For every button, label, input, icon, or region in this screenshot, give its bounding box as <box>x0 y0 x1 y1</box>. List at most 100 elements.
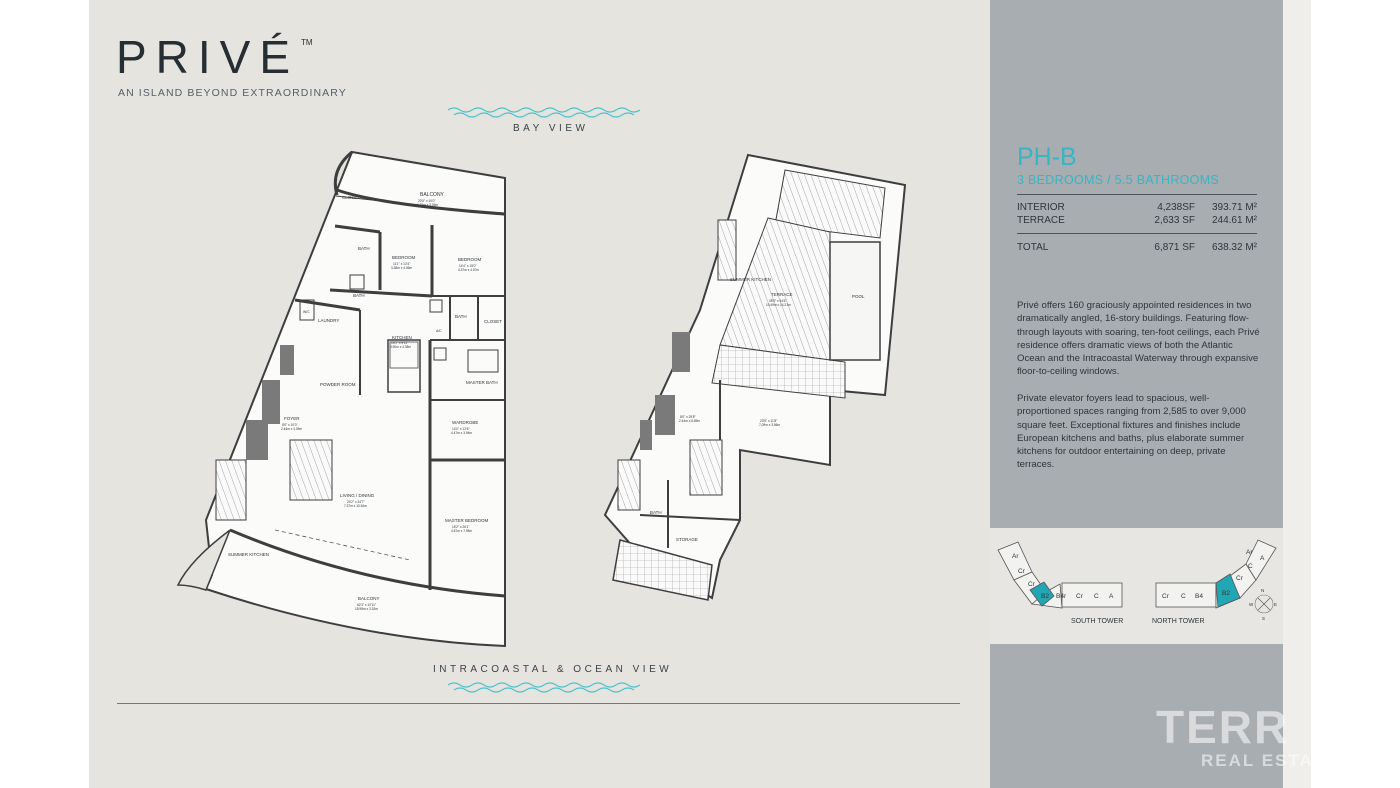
room-bath-4: BATH <box>650 510 662 515</box>
room-bath-1: BATH <box>358 246 370 251</box>
area-sf: 2,633 SF <box>1154 215 1195 226</box>
unit-title: PH-B <box>1017 143 1077 171</box>
room-bath-2: BATH <box>353 293 365 298</box>
room-kitchen-dim-m: 3.90m x 3.38m <box>390 345 411 349</box>
compass-icon <box>1254 594 1274 614</box>
room-terrace-dim-m: 10.49m x 14.21m <box>766 303 791 307</box>
room-terrace: TERRACE <box>771 292 793 297</box>
area-label: TERRACE <box>1017 215 1065 226</box>
south-tower-label: SOUTH TOWER <box>1071 618 1123 625</box>
floor-plans: CLOSET BALCONY 20'5" x 10'0" 6.22m x 3.0… <box>176 150 907 648</box>
room-pool: POOL <box>852 294 865 299</box>
north-unit-c: C <box>1181 593 1186 600</box>
south-unit-ar: Ar <box>1012 553 1019 560</box>
room-balcony-bottom-dim: 62'3" x 10'11" <box>357 603 376 607</box>
description-paragraph-1: Privé offers 160 graciously appointed re… <box>1017 300 1260 378</box>
room-bedroom-2-dim: 14'4" x 15'0" <box>459 264 476 268</box>
room-closet-1: CLOSET <box>342 195 360 200</box>
north-tower-label: NORTH TOWER <box>1152 618 1205 625</box>
room-bedroom-1-dim-m: 3.38m x 4.06m <box>391 266 412 270</box>
room-kitchen: KITCHEN <box>392 335 412 340</box>
room-a-dim: 8'0" x 29'8" <box>680 415 696 419</box>
total-label: TOTAL <box>1017 242 1049 253</box>
south-unit-cr-2: Cr <box>1028 581 1036 588</box>
room-master-bedroom-dim: 15'2" x 26'1" <box>452 525 469 529</box>
room-wardrobe-dim-m: 4.47m x 3.94m <box>451 431 472 435</box>
room-closet-2: CLOSET <box>484 319 502 324</box>
area-label: INTERIOR <box>1017 202 1065 213</box>
lower-level-plan: CLOSET BALCONY 20'5" x 10'0" 6.22m x 3.0… <box>176 150 506 648</box>
view-label-bottom: INTRACOASTAL & OCEAN VIEW <box>433 664 673 675</box>
room-bedroom-1-dim: 11'1" x 13'4" <box>393 262 410 266</box>
room-powder: POWDER ROOM <box>320 382 356 387</box>
south-unit-b4r: B4r <box>1056 593 1067 600</box>
room-wic: W/C <box>303 310 310 314</box>
room-terrace-dim: 35'5" x 44'6" <box>769 299 786 303</box>
room-bedroom-2: BEDROOM <box>458 257 482 262</box>
room-foyer-dim-m: 2.44m x 3.05m <box>281 427 302 431</box>
room-summer-kitchen-1: SUMMER KITCHEN <box>228 552 269 557</box>
north-unit-b4: B4 <box>1195 593 1203 600</box>
north-unit-cr-2: Cr <box>1236 575 1244 582</box>
room-b-dim: 23'5" x 11'8" <box>760 419 777 423</box>
south-unit-cr-3: Cr <box>1076 593 1084 600</box>
wave-ornament-bottom <box>448 682 641 693</box>
room-balcony-bottom: BALCONY <box>358 596 380 601</box>
north-unit-a: A <box>1260 555 1265 562</box>
view-label-top: BAY VIEW <box>513 123 589 134</box>
south-unit-b2-highlight <box>1029 581 1055 607</box>
room-ac: A/C <box>436 329 442 333</box>
room-balcony-bottom-dim-m: 18.98m x 3.33m <box>355 607 378 611</box>
north-unit-b2: B2 <box>1222 590 1230 597</box>
compass-e: E <box>1274 602 1277 607</box>
room-master-bedroom-dim-m: 4.57m x 7.95m <box>451 529 472 533</box>
north-unit-ar: Ar <box>1246 549 1253 556</box>
watermark-logo: TERR <box>1156 701 1290 753</box>
room-living-dining-dim-m: 7.37m x 10.54m <box>344 504 367 508</box>
room-a-dim-m: 2.44m x 8.89m <box>679 419 700 423</box>
upper-level-plan: SUMMER KITCHEN TERRACE 35'5" x 44'6" 10.… <box>603 153 907 601</box>
room-kitchen-dim: 16'1" x 9'11" <box>391 341 408 345</box>
room-storage: STORAGE <box>676 537 698 542</box>
description-paragraph-2: Private elevator foyers lead to spacious… <box>1017 393 1246 471</box>
room-bedroom-1: BEDROOM <box>392 255 416 260</box>
room-foyer-dim: 8'0" x 10'0" <box>282 423 298 427</box>
south-unit-b2: B2 <box>1041 593 1049 600</box>
brand-tagline: AN ISLAND BEYOND EXTRAORDINARY <box>118 87 347 99</box>
south-unit-cr-1: Cr <box>1018 568 1026 575</box>
room-foyer: FOYER <box>284 416 300 421</box>
room-bedroom-2-dim-m: 4.37m x 4.57m <box>458 268 479 272</box>
total-sf: 6,871 SF <box>1154 242 1195 253</box>
compass-s: S <box>1262 616 1265 621</box>
info-panel <box>990 0 1283 788</box>
north-unit-b2-highlight <box>1215 573 1241 608</box>
total-m2: 638.32 M² <box>1211 242 1257 253</box>
room-master-bedroom: MASTER BEDROOM <box>445 518 489 523</box>
watermark-subtitle: REAL ESTA <box>1201 751 1314 770</box>
compass-n: N <box>1261 588 1264 593</box>
compass-w: W <box>1249 602 1254 607</box>
room-b-dim-m: 7.09m x 3.56m <box>759 423 780 427</box>
sheet-divider <box>117 703 960 704</box>
north-tower <box>1155 539 1277 609</box>
area-m2: 244.61 M² <box>1211 215 1257 226</box>
room-living-dining: LIVING / DINING <box>340 493 375 498</box>
brand-name: PRIVÉ <box>116 31 300 83</box>
south-unit-c: C <box>1094 593 1099 600</box>
room-wardrobe-dim: 14'0" x 12'6" <box>452 427 469 431</box>
table-rule-top <box>1017 194 1257 195</box>
room-summer-kitchen-2: SUMMER KITCHEN <box>730 277 771 282</box>
room-living-dining-dim: 24'2" x 34'7" <box>347 500 364 504</box>
north-unit-c-2: C <box>1248 563 1253 570</box>
south-unit-a: A <box>1109 593 1114 600</box>
room-balcony-top-dim-m: 6.22m x 3.05m <box>417 203 438 207</box>
trademark: TM <box>301 38 313 47</box>
room-wardrobe: WARDROBE <box>452 420 478 425</box>
wave-ornament-top <box>448 107 641 118</box>
room-bath-3: BATH <box>455 314 467 319</box>
room-laundry: LAUNDRY <box>318 318 339 323</box>
table-rule-bottom <box>1017 233 1257 234</box>
area-m2: 393.71 M² <box>1211 202 1257 213</box>
key-plan-diagram: Ar Cr Cr B2 B4r Cr C A SOUTH TOWER Ar Cr… <box>997 539 1277 625</box>
